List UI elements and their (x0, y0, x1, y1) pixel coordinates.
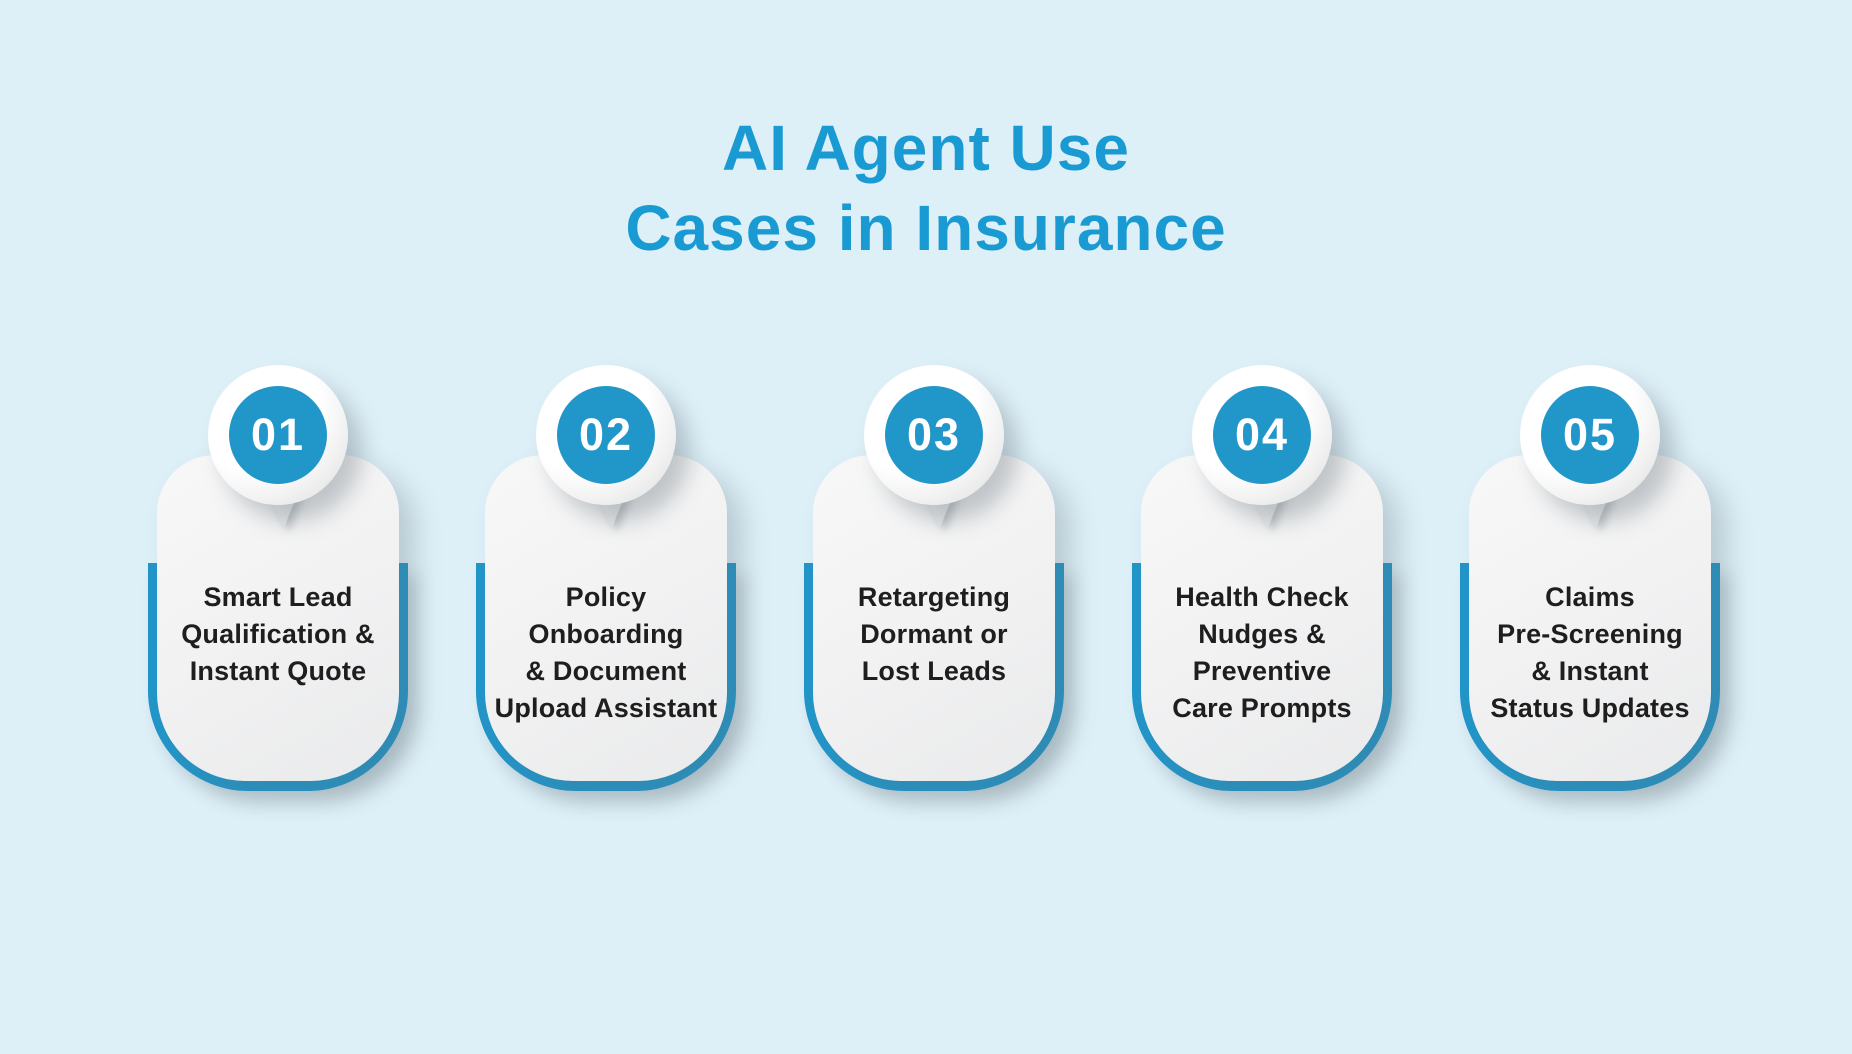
number-pin: 04 (1192, 365, 1332, 547)
number-pin: 02 (536, 365, 676, 547)
number-pin: 05 (1520, 365, 1660, 547)
pin-number: 01 (229, 386, 327, 484)
pin-circle: 05 (1520, 365, 1660, 505)
page-title: AI Agent Use Cases in Insurance (0, 0, 1852, 268)
title-line-1: AI Agent Use (722, 112, 1130, 184)
title-line-2: Cases in Insurance (625, 192, 1227, 264)
pin-number: 02 (557, 386, 655, 484)
pin-circle: 03 (864, 365, 1004, 505)
pin-circle: 02 (536, 365, 676, 505)
pin-circle: 04 (1192, 365, 1332, 505)
pin-number: 04 (1213, 386, 1311, 484)
number-pin: 01 (208, 365, 348, 547)
pin-number: 05 (1541, 386, 1639, 484)
pin-circle: 01 (208, 365, 348, 505)
pin-number: 03 (885, 386, 983, 484)
number-pin: 03 (864, 365, 1004, 547)
